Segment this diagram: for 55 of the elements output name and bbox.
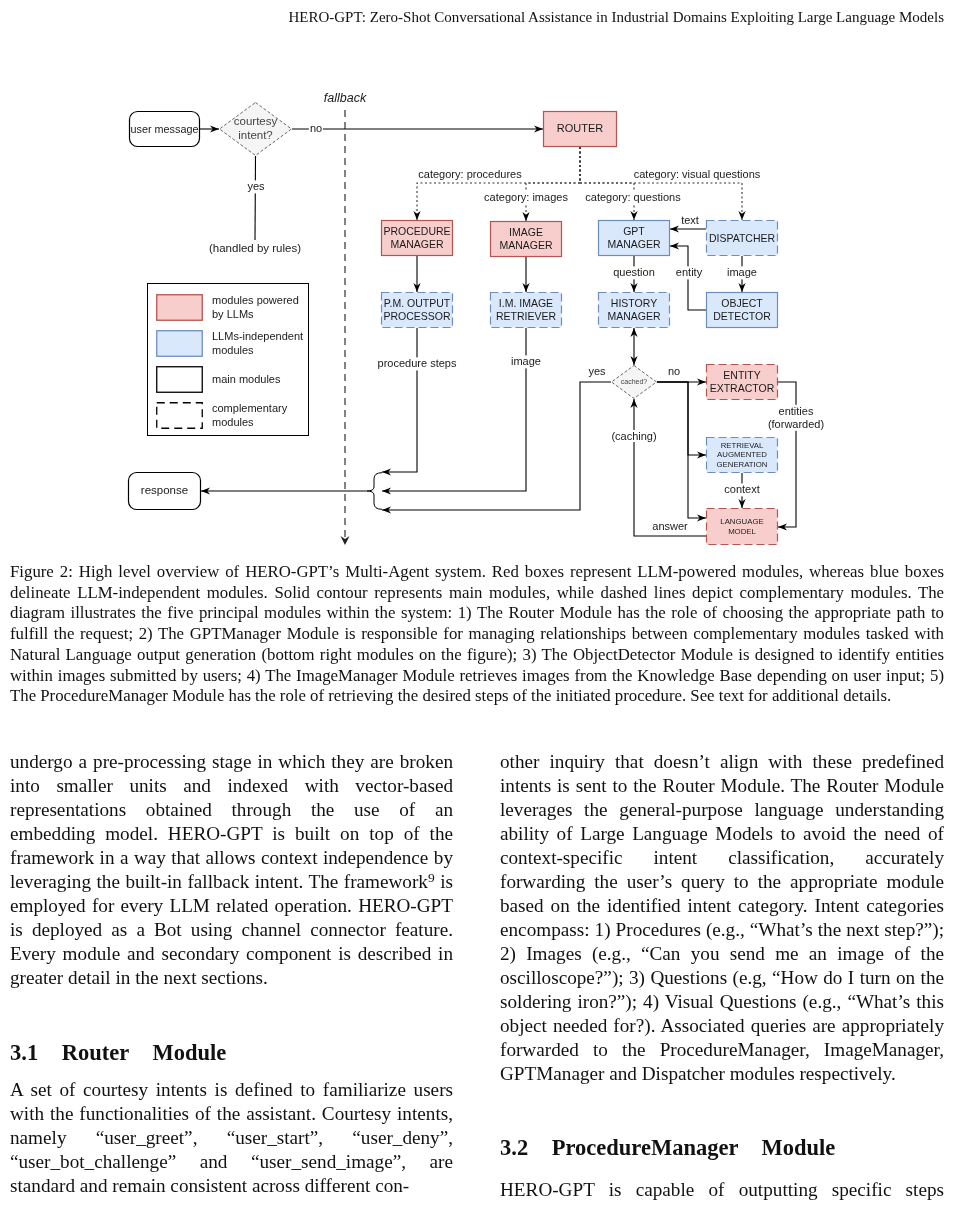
body-paragraph: HERO-GPT is capable of outputting specific steps [500, 1178, 944, 1202]
edge-label: entity [674, 266, 704, 280]
arrow [579, 146, 746, 221]
module-box: OBJECT DETECTOR [706, 292, 778, 328]
legend-label: complementary modules [212, 401, 289, 429]
legend-label: modules powered by LLMs [212, 293, 300, 321]
arrow [200, 487, 367, 495]
annotation-text: (handled by rules) [175, 240, 335, 258]
edge-label: image [510, 355, 542, 369]
arrow [381, 327, 527, 495]
edge-label: image [726, 266, 758, 280]
body-paragraph: A set of courtesy intents is defined to familiarize users with the functionalities of the assistant. Courtesy intents, namely “user_greet”, “user_start”, “user_deny”, “user_bot_challenge” and “user_send_image”, are standard and remain consistent across different con- [10, 1078, 453, 1198]
arrow [630, 327, 638, 366]
edge-label: yes [246, 180, 266, 194]
arrow [656, 381, 707, 522]
terminal-box: user message [129, 111, 200, 147]
figure-caption: Figure 2: High level overview of HERO-GPT’s Multi-Agent system. Red boxes represent LLM-powered modules, whereas blue boxes delineate LLM-independent modules. Solid contour represents main modules, while dashed lines depict complementary modules. The diagram illustrates the five principal modules within the system: 1) The Router Module has the role of choosing the appropriate path to fulfill the request; 2) The GPTManager Module is responsible for managing relationships between complementary modules tasked with Natural Language output generation (bottom right modules on the figure); 3) The ObjectDetector Module is designed to identify entities within images submitted by users; 4) The ImageManager Module retrieves images from the Knowledge Base depending on user input; 5) The ProcedureManager Module has the role of retrieving the desired steps of the initiated procedure. See text for additional details. [10, 562, 944, 707]
module-box: IMAGE MANAGER [490, 221, 562, 257]
decision-diamond: courtesy intent? [219, 102, 292, 156]
legend-label: main modules [212, 372, 282, 386]
module-box: I.M. IMAGE RETRIEVER [490, 292, 562, 328]
arrow [381, 327, 418, 476]
module-box: PROCEDURE MANAGER [381, 220, 453, 256]
arrow [413, 255, 421, 293]
arrow [522, 256, 530, 293]
section-heading: 3.1 Router Module [10, 1039, 228, 1067]
edge-label: procedure steps [376, 357, 458, 371]
arrow [669, 225, 707, 233]
arrow [381, 381, 612, 514]
edge-label: category: questions [584, 191, 682, 205]
edge-label: question [612, 266, 656, 280]
arrow [291, 125, 544, 133]
running-header: HERO-GPT: Zero-Shot Conversational Assistance in Industrial Domains Exploiting Large Language Models [288, 8, 944, 27]
arrow [630, 398, 707, 537]
body-paragraph: undergo a pre-processing stage in which they are broken into smaller units and indexed with vector-based representations obtained through the use of an embedding model. HERO-GPT is built on top of the framework in a way that allows context independence by leveraging the built-in fallback intent. The framework$^{9}$ is employed for every LLM related operation. HERO-GPT is deployed as a Bot using channel connector feature. Every module and secondary component is described in greater detail in the next sections. [10, 750, 453, 990]
connector-line [254, 155, 257, 241]
edge-label: context [723, 483, 761, 497]
module-box: HISTORY MANAGER [598, 292, 670, 328]
arrow [669, 242, 707, 311]
section-heading: 3.2 ProcedureManager Module [500, 1134, 837, 1162]
curly-brace [366, 472, 382, 510]
module-box: P.M. OUTPUT PROCESSOR [381, 292, 453, 328]
line-note: (caching) [610, 430, 658, 442]
legend-label: LLMs-independent modules [212, 329, 305, 357]
module-box: GPT MANAGER [598, 220, 670, 256]
edge-label: category: visual questions [632, 168, 762, 182]
module-box: DISPATCHER [706, 220, 778, 256]
body-paragraph: other inquiry that doesn’t align with these predefined intents is sent to the Router Module. The Router Module leverages the general-purpose language understanding ability of Large Language Models to avoid the need of context-specific intent classification, accurately forwarding the user’s query to the appropriate module based on the identified intent category. Intent categories encompass: 1) Procedures (e.g., “What’s the next step?”); 2) Images (e.g., “Can you send me an image of the oscilloscope?”); 3) Questions (e.g, “How do I turn on the soldering iron?”); 4) Visual Questions (e.g., “What’s this object needed for?). Associated queries are appropriately forwarded to the ProcedureManager, ImageManager, GPTManager and Dispatcher modules respectively. [500, 750, 944, 1086]
terminal-box: response [128, 472, 201, 510]
module-box: ENTITY EXTRACTOR [706, 364, 778, 400]
module-box: ROUTER [543, 111, 617, 147]
edge-label: category: images [483, 191, 569, 205]
divider-label: fallback [323, 91, 367, 105]
edge-label: category: procedures [417, 168, 523, 182]
arrow [199, 125, 220, 133]
